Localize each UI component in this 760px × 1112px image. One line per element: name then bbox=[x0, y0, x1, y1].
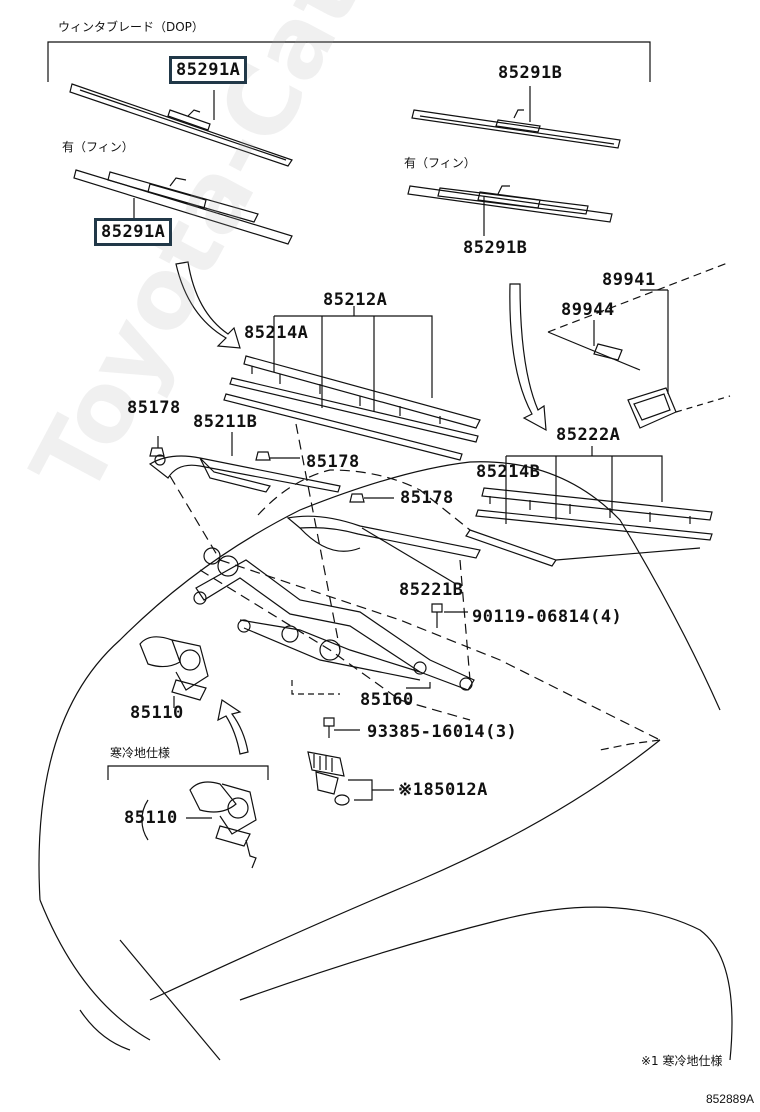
part-85110-cold[interactable]: 85110 bbox=[124, 808, 178, 828]
dop-bracket bbox=[47, 41, 651, 82]
part-85291b-top[interactable]: 85291B bbox=[498, 63, 563, 83]
bolt-93385 bbox=[323, 717, 360, 738]
cold-bracket bbox=[107, 765, 269, 780]
blade-85291b-top bbox=[411, 109, 621, 149]
pump-85012a bbox=[307, 751, 394, 806]
header-title: ウィンタブレード（DOP） bbox=[58, 20, 204, 34]
part-85178-a[interactable]: 85178 bbox=[127, 398, 181, 418]
part-85214b[interactable]: 85214B bbox=[476, 462, 541, 482]
arrow-right bbox=[509, 283, 547, 432]
part-85291a-top[interactable]: 85291A bbox=[169, 56, 248, 84]
blade-85291b-fin bbox=[407, 185, 613, 223]
hood-outline bbox=[38, 461, 733, 1061]
fin-label-right: 有（フィン） bbox=[404, 156, 476, 170]
cowl-bracket-89941 bbox=[627, 387, 677, 429]
part-85214a[interactable]: 85214A bbox=[244, 323, 309, 343]
part-85110-main[interactable]: 85110 bbox=[130, 703, 184, 723]
cold-spec-label: 寒冷地仕様 bbox=[110, 746, 171, 760]
part-85211b[interactable]: 85211B bbox=[193, 412, 258, 432]
arm-85221b bbox=[286, 515, 481, 585]
part-85222a[interactable]: 85222A bbox=[556, 425, 621, 445]
blade-85291a-fin bbox=[73, 169, 293, 245]
nut-85178-c bbox=[349, 493, 394, 503]
arrow-small bbox=[217, 699, 249, 755]
motor-85110-main bbox=[139, 636, 209, 701]
part-85221b[interactable]: 85221B bbox=[399, 580, 464, 600]
arm-85211b bbox=[148, 454, 341, 493]
arrow-left bbox=[175, 261, 241, 349]
part-85178-c[interactable]: 85178 bbox=[400, 488, 454, 508]
part-89944[interactable]: 89944 bbox=[561, 300, 615, 320]
nut-85178-a bbox=[149, 436, 165, 457]
part-85012a[interactable]: ※185012A bbox=[398, 780, 488, 800]
motor-85110-cold bbox=[189, 781, 257, 869]
bolt-90119 bbox=[431, 603, 468, 628]
part-90119[interactable]: 90119-06814(4) bbox=[472, 607, 623, 627]
part-89941[interactable]: 89941 bbox=[602, 270, 656, 290]
linkage-85160 bbox=[193, 547, 475, 691]
diagram-code: 852889A bbox=[705, 1092, 754, 1106]
arm-85212a bbox=[223, 355, 481, 461]
fin-label-left: 有（フィン） bbox=[62, 140, 134, 154]
nut-85178-b bbox=[255, 451, 300, 461]
part-93385[interactable]: 93385-16014(3) bbox=[367, 722, 518, 742]
part-85178-b[interactable]: 85178 bbox=[306, 452, 360, 472]
part-85291a-fin[interactable]: 85291A bbox=[94, 218, 173, 246]
part-85212a[interactable]: 85212A bbox=[323, 290, 388, 310]
blade-85291a-top bbox=[69, 83, 293, 167]
arm-85222a bbox=[465, 487, 713, 567]
part-85160[interactable]: 85160 bbox=[360, 690, 414, 710]
footnote: ※1 寒冷地仕様 bbox=[641, 1054, 723, 1068]
part-85291b-fin[interactable]: 85291B bbox=[463, 238, 528, 258]
